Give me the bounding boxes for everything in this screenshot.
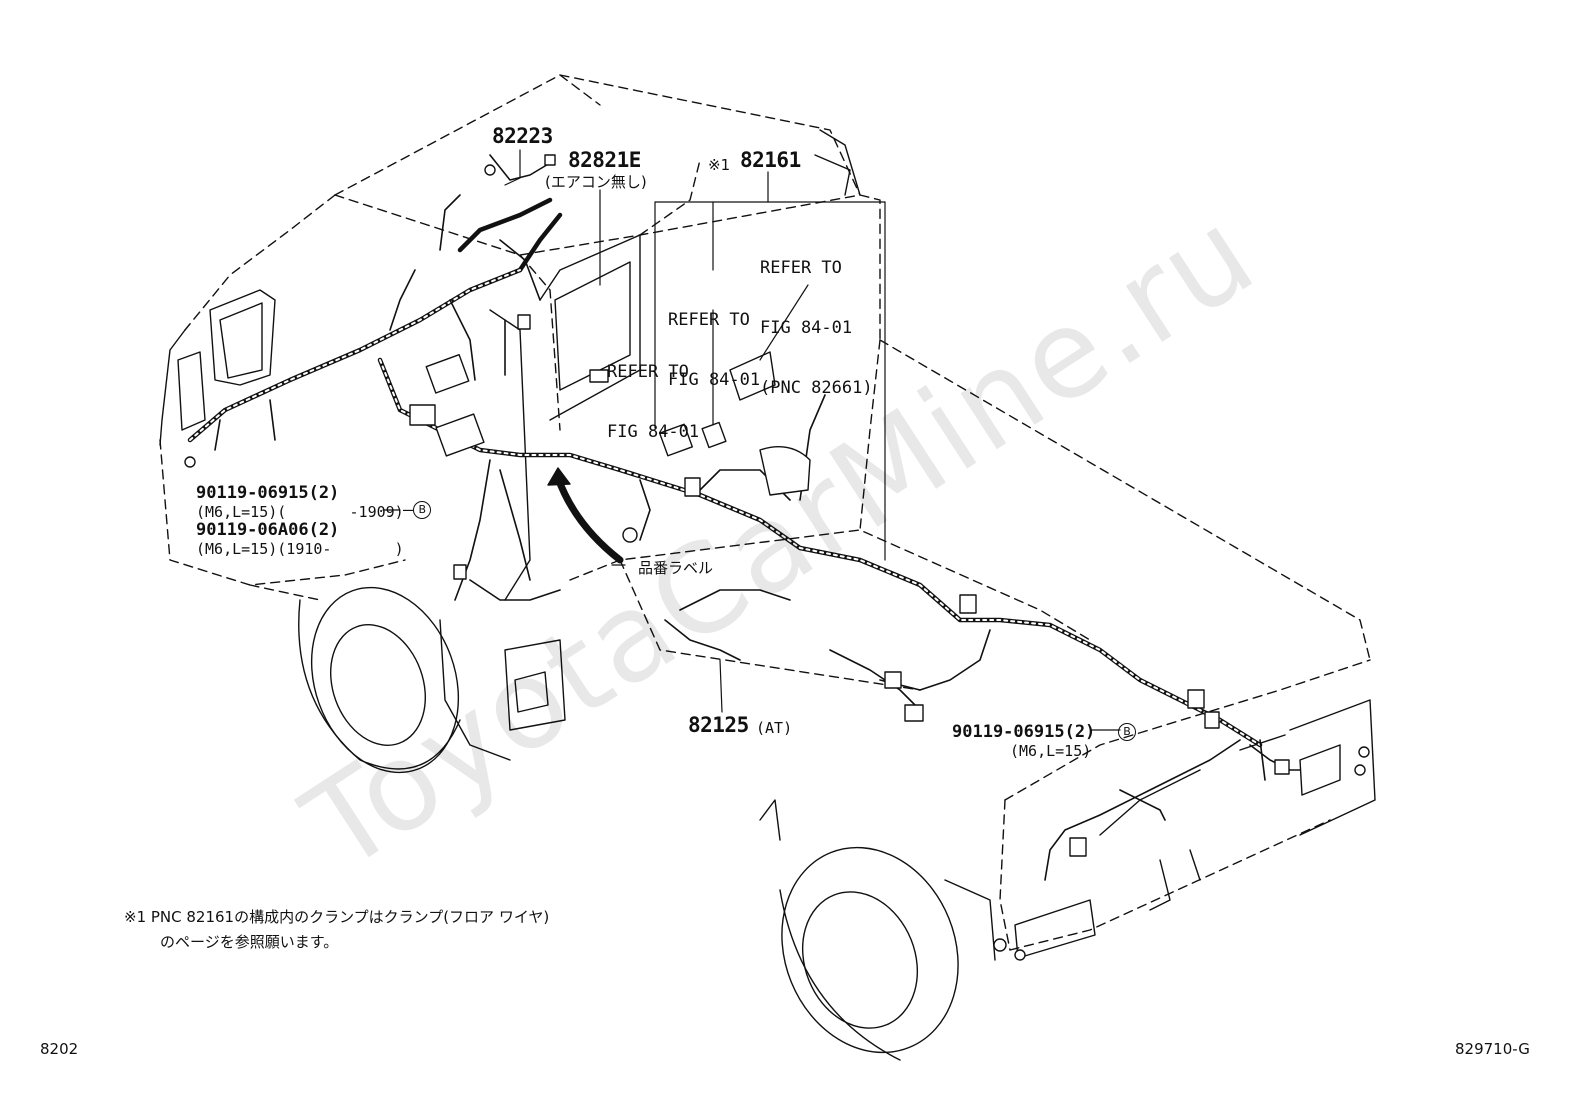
part-label-note: 品番ラベル	[638, 559, 714, 577]
illustration-code: 829710-G	[1455, 1040, 1530, 1058]
refer-block-2: REFER TO FIG 84-01	[668, 270, 760, 410]
footnote-line-2: のページを参照願います。	[160, 933, 339, 951]
leader-lines	[382, 149, 1121, 731]
bolt-part-left-a: 90119-06915(2)	[196, 483, 340, 503]
bolt-spec-right: (M6,L=15)	[1010, 742, 1092, 760]
cab-outline	[159, 74, 881, 601]
main-harness-core	[189, 269, 1261, 746]
part-number-82223: 82223	[492, 124, 553, 148]
refer-3-line-2: FIG 84-01	[607, 422, 700, 442]
part-number-82821E: 82821E	[568, 148, 641, 172]
part-note-82125: (AT)	[756, 719, 793, 737]
refer-block-1: REFER TO FIG 84-01 (PNC 82661)	[760, 218, 873, 418]
bolt-spec-left-b: (M6,L=15)(1910- )	[196, 540, 404, 558]
front-wheel	[298, 586, 461, 774]
part-number-82125: 82125	[688, 713, 749, 737]
footnote-line-1: ※1 PNC 82161の構成内のクランプはクランプ(フロア ワイヤ)	[124, 908, 550, 926]
ref-mark-b-right: B	[1118, 723, 1136, 741]
bolt-part-right: 90119-06915(2)	[952, 722, 1096, 742]
connectors	[184, 154, 1370, 961]
chassis	[439, 619, 1201, 911]
figure-code: 8202	[40, 1040, 79, 1058]
refer-3-line-1: REFER TO	[607, 362, 689, 382]
truck-bed-outline	[569, 339, 1371, 951]
part-number-82161: 82161	[740, 148, 801, 172]
refer-1-line-2: FIG 84-01	[760, 318, 853, 338]
refer-1-line-1: REFER TO	[760, 258, 842, 278]
footnote-mark-82161: ※1	[708, 156, 731, 174]
refer-block-3: REFER TO FIG 84-01	[607, 322, 699, 462]
refer-2-line-1: REFER TO	[668, 310, 750, 330]
rear-wheel	[779, 846, 996, 1061]
bolt-part-left-b: 90119-06A06(2)	[196, 520, 340, 540]
refer-1-line-3: (PNC 82661)	[760, 378, 873, 398]
refer-2-line-2: FIG 84-01	[668, 370, 761, 390]
label-arrow	[547, 467, 624, 564]
bolt-ref-left: —B	[403, 500, 432, 520]
bolt-ref-right: B	[1118, 722, 1136, 742]
bolt-spec-left-a: (M6,L=15)( -1909)	[196, 503, 404, 521]
part-note-82821E: (エアコン無し)	[545, 173, 647, 191]
ref-mark-b-left: B	[413, 501, 432, 519]
